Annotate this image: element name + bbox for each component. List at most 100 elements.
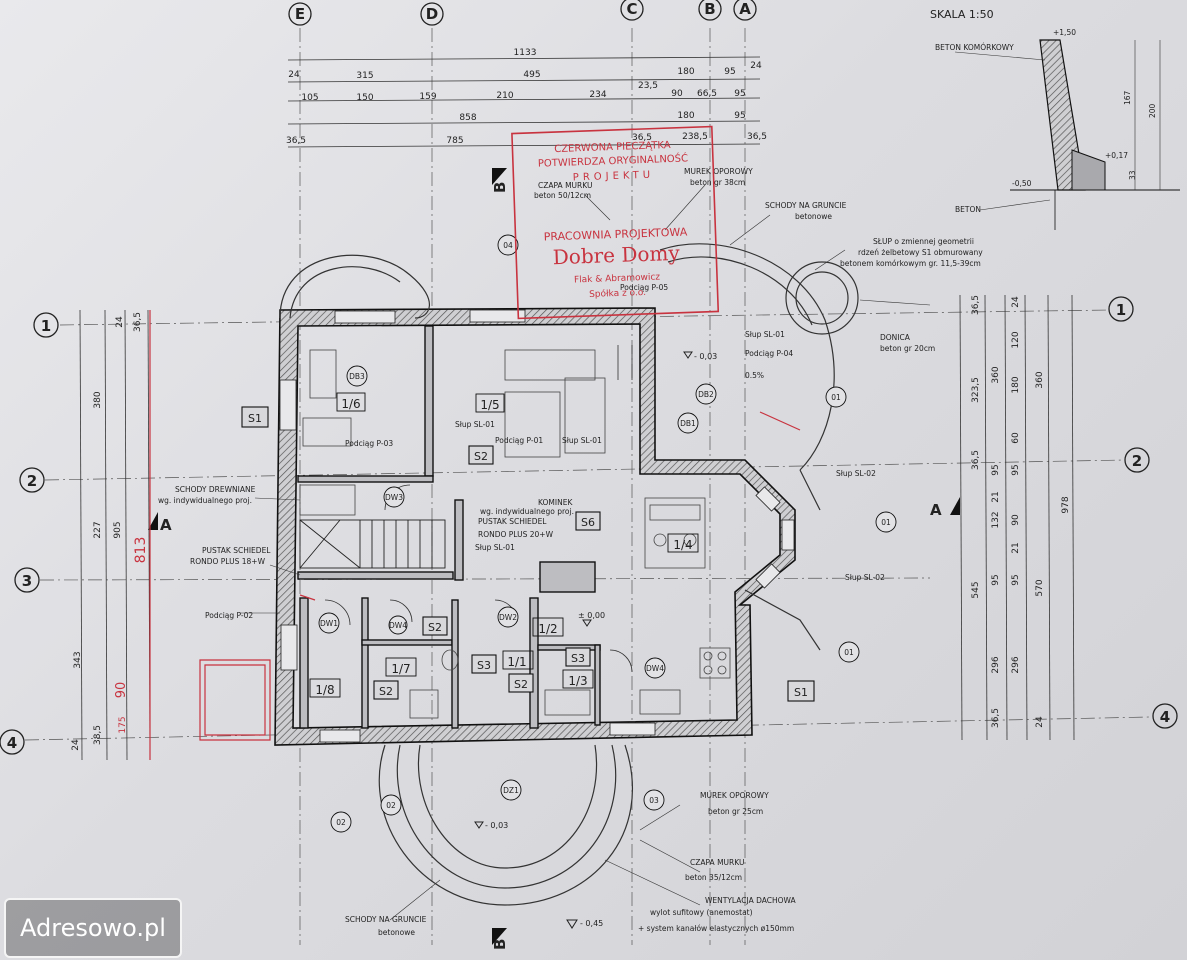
dim-text: 95 (1011, 574, 1021, 585)
terrace-outlines (279, 243, 859, 906)
axis-label-2-left: 2 (27, 472, 37, 490)
kominek-sub3: RONDO PLUS 20+W (478, 530, 554, 539)
room-1-2: 1/2 (538, 622, 557, 636)
symbol-s3: S3 (477, 659, 491, 672)
murek-oporowy-bottom: MUREK OPOROWY (700, 791, 769, 800)
dim-text: 296 (991, 656, 1001, 673)
dim-text: 24 (1011, 296, 1021, 308)
room-1-7: 1/7 (391, 662, 410, 676)
window-04: 04 (503, 241, 513, 250)
donica-sub: beton gr 20cm (880, 344, 935, 353)
room-1-4: 1/4 (673, 538, 692, 552)
detail-dim: -0,50 (1012, 179, 1032, 188)
dim-text: 227 (93, 521, 103, 538)
schody-na-gruncie-bottom: SCHODY NA GRUNCIE (345, 915, 427, 924)
detail-dim: 167 (1123, 90, 1132, 105)
dim-text: 36,5 (971, 295, 981, 315)
donica: DONICA (880, 333, 911, 342)
dim-text: 360 (1035, 371, 1045, 388)
dim-text: 315 (356, 71, 373, 81)
adresowo-watermark[interactable]: Adresowo.pl (4, 898, 182, 958)
dim-text: 95 (734, 89, 745, 99)
slup-sl01-a: Słup SL-01 (455, 420, 495, 429)
symbol-s1-left: S1 (248, 412, 262, 425)
dim-text: 785 (446, 136, 463, 146)
window-01: 01 (881, 518, 891, 527)
furniture (299, 349, 731, 719)
detail-dim: +1,50 (1053, 28, 1076, 37)
room-label-boxes (309, 392, 699, 698)
axis-label-1-right: 1 (1116, 301, 1126, 319)
podciag-p04: Podciąg P-04 (745, 349, 793, 358)
door-dw4: DW4 (646, 664, 664, 673)
dim-text: 66,5 (697, 89, 717, 99)
section-marks: A A B B (148, 168, 960, 950)
section-a-right: A (930, 501, 942, 519)
right-dimension-lines (959, 294, 1075, 741)
room-labels: 1/1 1/2 1/3 1/4 1/5 1/6 1/7 1/8 (315, 397, 692, 697)
wentylacja-dachowa-sub1: wylot sufitowy (anemostat) (650, 908, 753, 917)
door-db3: DB3 (349, 372, 365, 381)
slup-sl02-a: Słup SL-02 (836, 469, 876, 478)
symbol-s2: S2 (379, 685, 393, 698)
symbol-s2: S2 (428, 621, 442, 634)
top-axis-markers: E D C B A (288, 0, 757, 26)
dim-text: 296 (1011, 656, 1021, 673)
slup-zmiennej: SŁUP o zmiennej geometrii (873, 237, 974, 246)
dim-text: 36,5 (971, 450, 981, 470)
dim-text: 23,5 (638, 81, 658, 91)
dim-text: 21 (1011, 542, 1021, 553)
dim-text: 36,5 (991, 708, 1001, 728)
dim-text: 210 (496, 91, 513, 101)
murek-oporowy-top-sub: beton gr 38cm (690, 178, 745, 187)
windows-in-walls (279, 309, 795, 743)
room-1-1: 1/1 (507, 655, 526, 669)
dim-text: 90 (671, 89, 683, 99)
door-dw1: DW1 (320, 619, 338, 628)
dim-text: 234 (589, 90, 606, 100)
door-dw3: DW3 (385, 493, 403, 502)
door-dw4: DW4 (389, 621, 407, 630)
side-axis-markers: 1 2 3 4 1 2 4 (0, 296, 1178, 755)
dim-text: 150 (356, 93, 373, 103)
room-1-8: 1/8 (315, 683, 334, 697)
dim-text: 905 (113, 521, 123, 538)
symbol-s3: S3 (571, 652, 585, 665)
dim-text-red: 90 (114, 682, 129, 699)
section-a-left: A (160, 516, 172, 534)
axis-label-e: E (295, 5, 305, 23)
dim-text: 60 (1011, 432, 1021, 444)
podciag-p02: Podciąg P-02 (205, 611, 253, 620)
right-dimension-texts: 36,5 323,5 24 120 360 180 360 36,5 95 21… (971, 295, 1071, 728)
axis-label-a: A (739, 0, 751, 18)
axis-label-2-right: 2 (1132, 452, 1142, 470)
dim-text: 343 (73, 651, 83, 668)
dim-text: 90 (1011, 514, 1021, 526)
dim-text: 95 (991, 464, 1001, 475)
schody-na-gruncie-top-sub: betonowe (795, 212, 832, 221)
interior-walls (297, 325, 601, 729)
door-dw2: DW2 (499, 613, 517, 622)
murek-oporowy-top: MUREK OPOROWY (684, 167, 753, 176)
section-b-top: B (491, 182, 509, 193)
symbol-s1-right: S1 (794, 686, 808, 699)
axis-label-b: B (704, 0, 715, 18)
dim-text: 858 (459, 113, 476, 123)
symbol-s2: S2 (474, 450, 488, 463)
dim-text: 180 (677, 67, 694, 77)
structure-symbols: S1 S1 S2 S2 S2 S2 S3 S3 S6 (248, 412, 808, 699)
window-tags: 01 01 01 02 02 03 04 (336, 241, 891, 827)
axis-label-4-left: 4 (7, 734, 17, 752)
dim-text: 36,5 (133, 312, 143, 332)
dim-text: 380 (93, 391, 103, 408)
symbol-s6: S6 (581, 516, 595, 529)
pustak-schiedel-sub: RONDO PLUS 18+W (190, 557, 266, 566)
room-1-3: 1/3 (568, 674, 587, 688)
door-db2: DB2 (698, 390, 714, 399)
schody-na-gruncie-bottom-sub: betonowe (378, 928, 415, 937)
dim-text: 238,5 (682, 132, 708, 142)
stamp-office: PRACOWNIA PROJEKTOWA (544, 225, 688, 243)
dim-text: 105 (301, 93, 318, 103)
